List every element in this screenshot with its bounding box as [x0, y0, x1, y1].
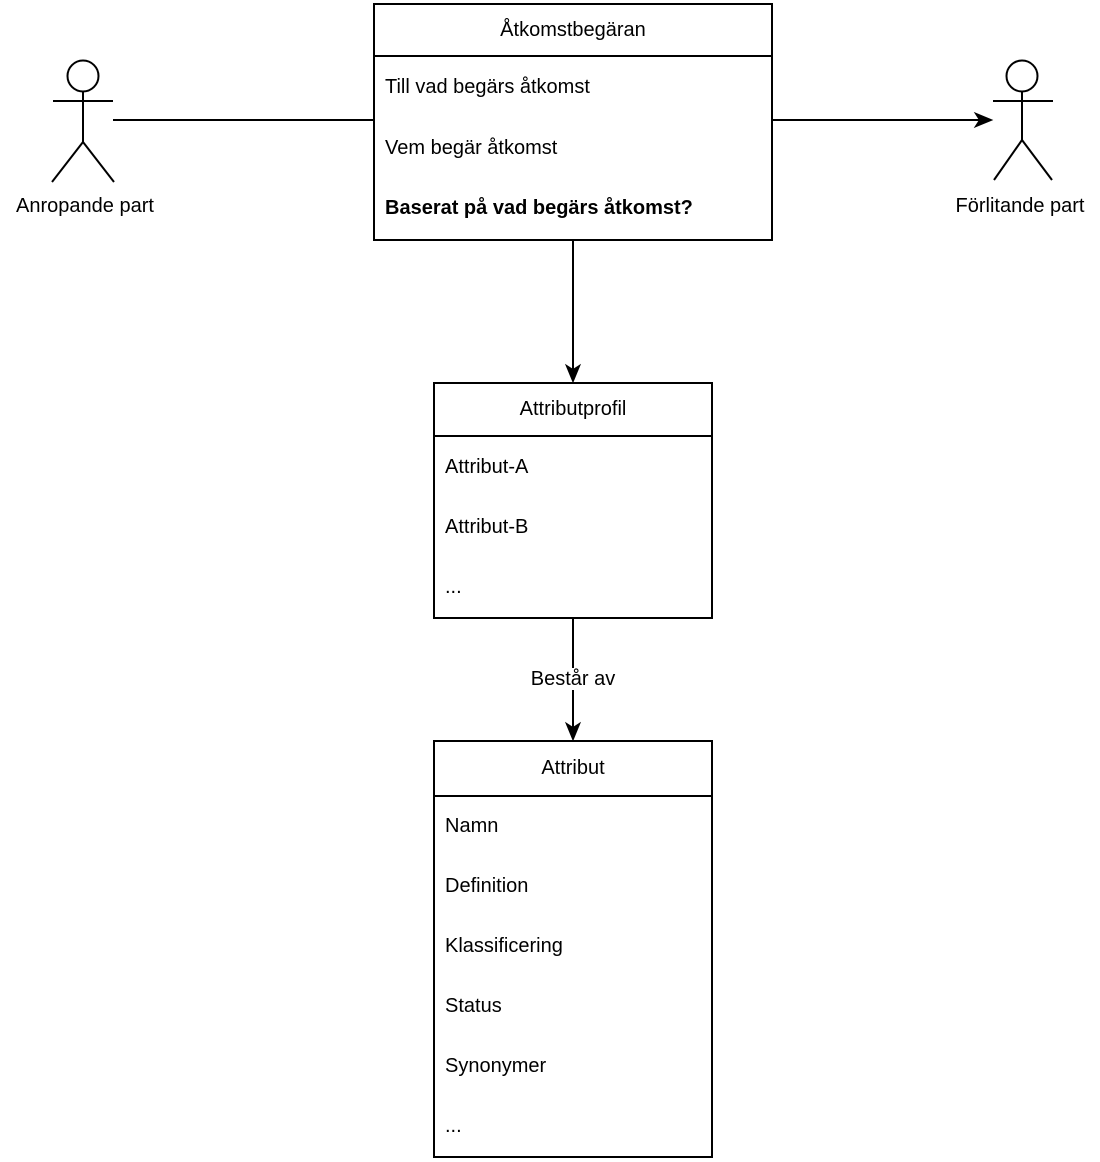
attribute-profile-box-body: Attribut-A Attribut-B ... [435, 437, 711, 617]
attribute-profile-box-title: Attributprofil [435, 384, 711, 437]
actor-caller-leg-right [82, 141, 115, 183]
access-request-row: Till vad begärs åtkomst [385, 75, 590, 98]
attribute-row: Klassificering [445, 935, 563, 958]
actor-caller-leg-left [51, 141, 84, 183]
actor-relying-leg-left [993, 139, 1023, 181]
access-request-row-highlight: Baserat på vad begärs åtkomst? [385, 197, 693, 220]
access-request-row: Vem begär åtkomst [385, 136, 558, 159]
attribute-row: Synonymer [445, 1054, 547, 1077]
consists-of-edge-label: Består av [473, 668, 673, 691]
attribute-box: Attribut Namn Definition Klassificering … [433, 740, 713, 1158]
actor-relying-head [1005, 59, 1039, 93]
actor-relying-party-label: Förlitande part [955, 195, 1085, 217]
attribute-row: ... [445, 1114, 462, 1137]
arrowhead-down-attribute-icon [564, 721, 582, 742]
attribute-row: Status [445, 994, 502, 1017]
attribute-profile-box: Attributprofil Attribut-A Attribut-B ... [433, 382, 713, 619]
access-request-box-title: Åtkomstbegäran [375, 5, 771, 57]
arrowhead-down-profile-icon [564, 363, 582, 384]
actor-caller-head [66, 59, 100, 93]
attribute-row: Namn [445, 815, 499, 838]
actor-relying-party-icon [993, 59, 1053, 181]
access-request-box-body: Till vad begärs åtkomst Vem begär åtkoms… [375, 57, 771, 239]
attribute-profile-row: Attribut-A [445, 455, 529, 478]
actor-relying-leg-right [1021, 139, 1053, 181]
consists-of-edge-label-text: Består av [526, 668, 620, 690]
attribute-box-title: Attribut [435, 742, 711, 797]
actor-caller-label: Anropande part [16, 195, 154, 217]
attribute-box-body: Namn Definition Klassificering Status Sy… [435, 797, 711, 1156]
arrowhead-right-icon [973, 111, 994, 129]
actor-caller-icon [51, 59, 115, 183]
access-request-box: Åtkomstbegäran Till vad begärs åtkomst V… [373, 3, 773, 241]
attribute-profile-row: Attribut-B [445, 515, 529, 538]
attribute-row: Definition [445, 875, 529, 898]
attribute-profile-row: ... [445, 575, 462, 598]
